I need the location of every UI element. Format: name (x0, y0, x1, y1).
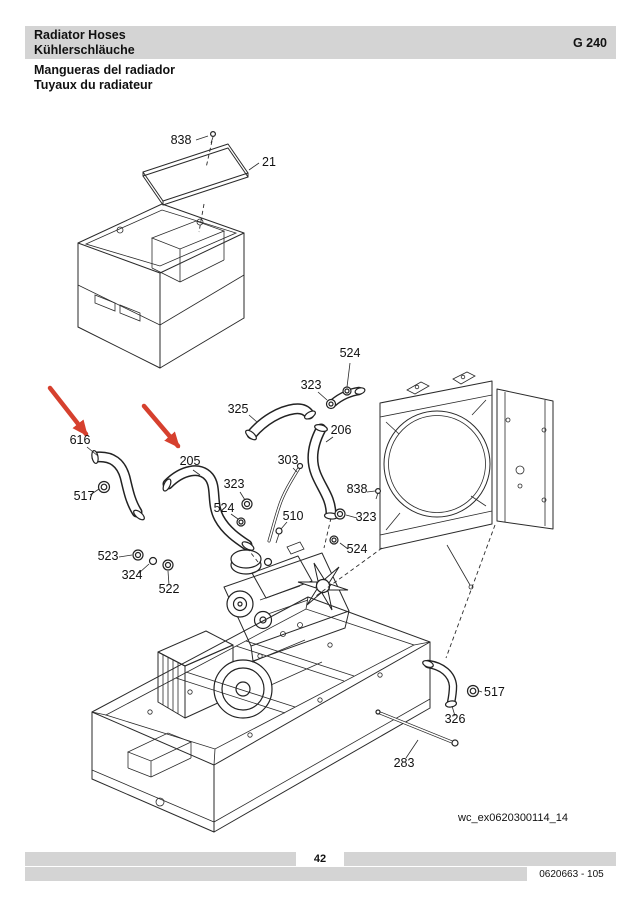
section-code: G 240 (572, 35, 607, 50)
part-label-323-right: 323 (356, 510, 377, 524)
sensor-510 (275, 527, 283, 544)
clamp-517-right (466, 684, 480, 698)
part-label-524-low: 524 (347, 542, 368, 556)
screw-838-top (210, 131, 217, 144)
part-label-524-mid: 524 (214, 501, 235, 515)
hose-325 (245, 403, 317, 441)
enclosure (77, 203, 245, 369)
part-label-206: 206 (331, 423, 352, 437)
dashed-leader-lines (198, 140, 496, 659)
rod-283 (375, 709, 459, 747)
part-label-323-top: 323 (301, 378, 322, 392)
red-arrows (47, 385, 181, 449)
red-arrow-1 (47, 385, 89, 437)
tube-303 (267, 462, 304, 543)
part-label-283: 283 (394, 756, 415, 770)
part-label-838-top: 838 (171, 133, 192, 147)
header-titles: Radiator Hoses Kühlerschläuche (34, 28, 135, 58)
part-label-517-left: 517 (74, 489, 95, 503)
part-label-510: 510 (283, 509, 304, 523)
fitting-522 (162, 559, 174, 571)
fitting-523 (132, 549, 144, 561)
part-label-523: 523 (98, 549, 119, 563)
part-labels: 838 21 524 323 325 206 616 205 303 323 8… (70, 133, 505, 770)
hose-206 (307, 423, 339, 520)
part-label-838-right: 838 (347, 482, 368, 496)
page-number: 42 (296, 851, 344, 867)
title-french: Tuyaux du radiateur (34, 78, 153, 93)
clamp-517-left (97, 480, 111, 494)
clamp-524-top (342, 386, 352, 396)
part-label-323-mid: 323 (224, 477, 245, 491)
title-english: Radiator Hoses (34, 27, 126, 42)
header-subtitles: Mangueras del radiador Tuyaux du radiate… (34, 63, 175, 94)
part-label-524-top: 524 (340, 346, 361, 360)
skid-frame (91, 596, 431, 833)
clamp-524-low (329, 535, 339, 545)
footer-bar-bottom (25, 867, 616, 881)
clamp-524-mid (236, 517, 246, 527)
label-leader-lines (86, 135, 483, 759)
bolt-838-right (375, 488, 382, 500)
part-label-616: 616 (70, 433, 91, 447)
hose-326 (422, 659, 458, 708)
hose-205 (162, 465, 255, 551)
fitting-323-top (325, 398, 337, 410)
part-label-303: 303 (278, 453, 299, 467)
part-label-205: 205 (180, 454, 201, 468)
fitting-323-mid (241, 498, 253, 510)
title-spanish: Mangueras del radiador (34, 63, 176, 77)
radiator-bracket (496, 388, 554, 530)
header-bar: Radiator Hoses Kühlerschläuche G 240 (25, 26, 616, 59)
fan-shroud-circle (383, 410, 491, 518)
part-label-517-right: 517 (484, 685, 505, 699)
fitting-323-right (334, 508, 346, 520)
part-label-21: 21 (262, 155, 276, 169)
fitting-324 (148, 556, 158, 566)
radiator-assembly (379, 371, 554, 590)
generator (157, 630, 323, 719)
part-label-326: 326 (445, 712, 466, 726)
part-label-325: 325 (228, 402, 249, 416)
title-german: Kühlerschläuche (34, 42, 135, 57)
hose-616 (91, 449, 145, 521)
part-label-324: 324 (122, 568, 143, 582)
red-arrow-2 (141, 403, 181, 449)
doc-number: 0620663 - 105 (527, 866, 616, 882)
part-label-522: 522 (159, 582, 180, 596)
diagram-reference: wc_ex0620300114_14 (457, 812, 568, 824)
roof-panel (142, 143, 249, 206)
